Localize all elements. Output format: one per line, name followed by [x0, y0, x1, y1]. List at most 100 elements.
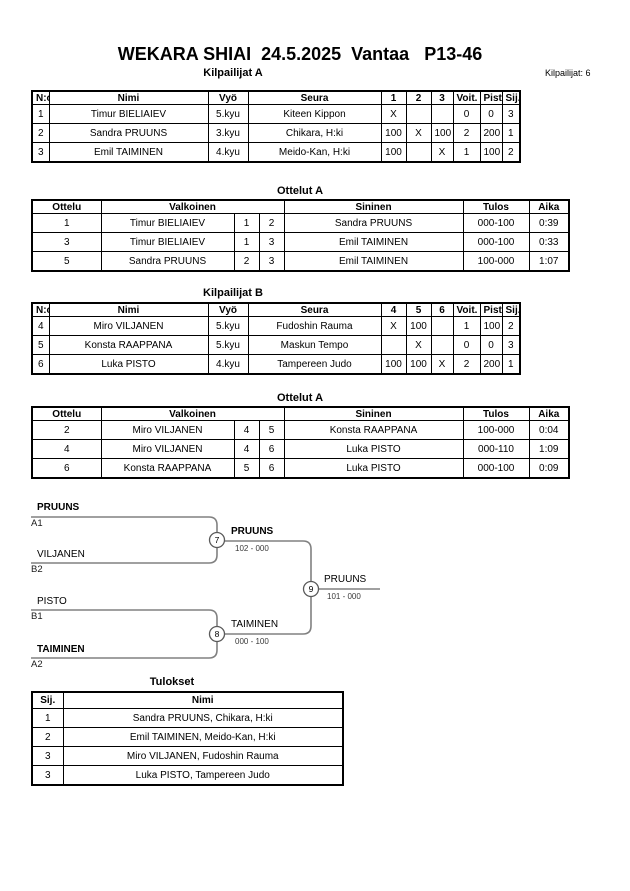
cell-white-no: 4 [233, 439, 260, 459]
table-row: 1 Timur BIELIAIEV 1 2 Sandra PRUUNS 000-… [31, 213, 570, 233]
header-row: Ottelu Valkoinen Sininen Tulos Aika [31, 199, 570, 214]
col-header-wins: Voit. [452, 90, 481, 105]
cell-belt: 4.kyu [207, 142, 249, 163]
cell-score-2: X [405, 123, 432, 143]
table-row: 3 Miro VILJANEN, Fudoshin Rauma [31, 746, 344, 766]
cell-match-no: 2 [31, 420, 102, 440]
col-header-no: N:o [31, 302, 50, 317]
cell-blue-name: Luka PISTO [283, 458, 464, 479]
cell-belt: 5.kyu [207, 104, 249, 124]
cell-time: 0:33 [528, 232, 570, 252]
cell-time: 0:04 [528, 420, 570, 440]
cell-name: Emil TAIMINEN [48, 142, 209, 163]
col-header-name: Nimi [48, 302, 209, 317]
cell-club: Maskun Tempo [247, 335, 382, 355]
cell-no: 4 [31, 316, 50, 336]
col-header-1: 1 [380, 90, 407, 105]
cell-no: 3 [31, 142, 50, 163]
cell-blue-no: 6 [258, 439, 285, 459]
cell-score-3: 100 [430, 123, 454, 143]
cell-score-4 [380, 335, 407, 355]
bracket-node-8-number: 8 [215, 629, 220, 639]
cell-white-name: Sandra PRUUNS [100, 251, 235, 272]
table-row: 6 Luka PISTO 4.kyu Tampereen Judo 100 10… [31, 354, 521, 375]
cell-name: Miro VILJANEN, Fudoshin Rauma [62, 746, 344, 766]
col-header-4: 4 [380, 302, 407, 317]
cell-belt: 3.kyu [207, 123, 249, 143]
cell-rank: 3 [501, 335, 521, 355]
cell-blue-no: 3 [258, 251, 285, 272]
cell-score-1: X [380, 104, 407, 124]
bracket-node-9 [302, 580, 320, 598]
matches-b-title: Ottelut A [276, 392, 324, 404]
table-row: 2 Miro VILJANEN 4 5 Konsta RAAPPANA 100-… [31, 420, 570, 440]
cell-name: Sandra PRUUNS, Chikara, H:ki [62, 708, 344, 728]
matches-a-title: Ottelut A [276, 185, 324, 197]
cell-wins: 0 [452, 335, 481, 355]
cell-score-6 [430, 316, 454, 336]
bracket-entry-name: PISTO [37, 596, 67, 607]
cell-rank: 1 [31, 708, 64, 728]
table-row: 5 Sandra PRUUNS 2 3 Emil TAIMINEN 100-00… [31, 251, 570, 272]
header-row: N:o Nimi Vyö Seura 4 5 6 Voit. Pist. Sij… [31, 302, 521, 317]
col-header-name: Nimi [48, 90, 209, 105]
cell-blue-no: 3 [258, 232, 285, 252]
bracket-line-entry-a1 [31, 516, 218, 532]
col-header-3: 3 [430, 90, 454, 105]
cell-wins: 1 [452, 142, 481, 163]
col-header-points: Pist. [479, 90, 503, 105]
header-row: Sij. Nimi [31, 691, 344, 709]
matches-a-table: Ottelu Valkoinen Sininen Tulos Aika 1 Ti… [31, 199, 571, 272]
bracket-match7-winner: PRUUNS [231, 526, 274, 537]
cell-rank: 2 [31, 727, 64, 747]
header-row: N:o Nimi Vyö Seura 1 2 3 Voit. Pist. Sij… [31, 90, 521, 105]
cell-rank: 3 [31, 765, 64, 786]
cell-score-6 [430, 335, 454, 355]
cell-score-1: 100 [380, 123, 407, 143]
col-header-belt: Vyö [207, 302, 249, 317]
page-title: WEKARA SHIAI 24.5.2025 Vantaa P13-46 [117, 44, 483, 64]
cell-name: Emil TAIMINEN, Meido-Kan, H:ki [62, 727, 344, 747]
cell-wins: 2 [452, 123, 481, 143]
cell-time: 1:07 [528, 251, 570, 272]
cell-belt: 5.kyu [207, 335, 249, 355]
competitors-count: Kilpailijat: 6 [545, 68, 591, 78]
cell-club: Meido-Kan, H:ki [247, 142, 382, 163]
col-header-6: 6 [430, 302, 454, 317]
cell-score-5: 100 [405, 316, 432, 336]
pool-b-title: Kilpailijat B [203, 287, 263, 299]
table-row: 2 Sandra PRUUNS 3.kyu Chikara, H:ki 100 … [31, 123, 521, 143]
cell-white-no: 2 [233, 251, 260, 272]
bracket-entry-slot: B2 [31, 564, 43, 575]
table-row: 4 Miro VILJANEN 5.kyu Fudoshin Rauma X 1… [31, 316, 521, 336]
cell-rank: 3 [501, 104, 521, 124]
bracket-node-8 [208, 625, 226, 643]
cell-rank: 2 [501, 316, 521, 336]
col-header-time: Aika [528, 406, 570, 421]
col-header-result: Tulos [462, 406, 530, 421]
cell-white-name: Timur BIELIAIEV [100, 232, 235, 252]
matches-b-table: Ottelu Valkoinen Sininen Tulos Aika 2 Mi… [31, 406, 571, 479]
pool-b-table: N:o Nimi Vyö Seura 4 5 6 Voit. Pist. Sij… [31, 302, 521, 375]
cell-match-no: 4 [31, 439, 102, 459]
cell-points: 0 [479, 104, 503, 124]
col-header-5: 5 [405, 302, 432, 317]
cell-blue-name: Luka PISTO [283, 439, 464, 459]
col-header-white: Valkoinen [100, 199, 285, 214]
cell-rank: 2 [501, 142, 521, 163]
cell-blue-no: 6 [258, 458, 285, 479]
col-header-time: Aika [528, 199, 570, 214]
cell-white-name: Miro VILJANEN [100, 420, 235, 440]
bracket-entry-slot: B1 [31, 611, 43, 622]
cell-points: 200 [479, 123, 503, 143]
cell-rank: 1 [501, 354, 521, 375]
cell-white-no: 1 [233, 232, 260, 252]
cell-white-name: Konsta RAAPPANA [100, 458, 235, 479]
cell-score-6: X [430, 354, 454, 375]
cell-result: 100-000 [462, 420, 530, 440]
cell-blue-name: Sandra PRUUNS [283, 213, 464, 233]
cell-points: 200 [479, 354, 503, 375]
cell-points: 0 [479, 335, 503, 355]
cell-rank: 1 [501, 123, 521, 143]
